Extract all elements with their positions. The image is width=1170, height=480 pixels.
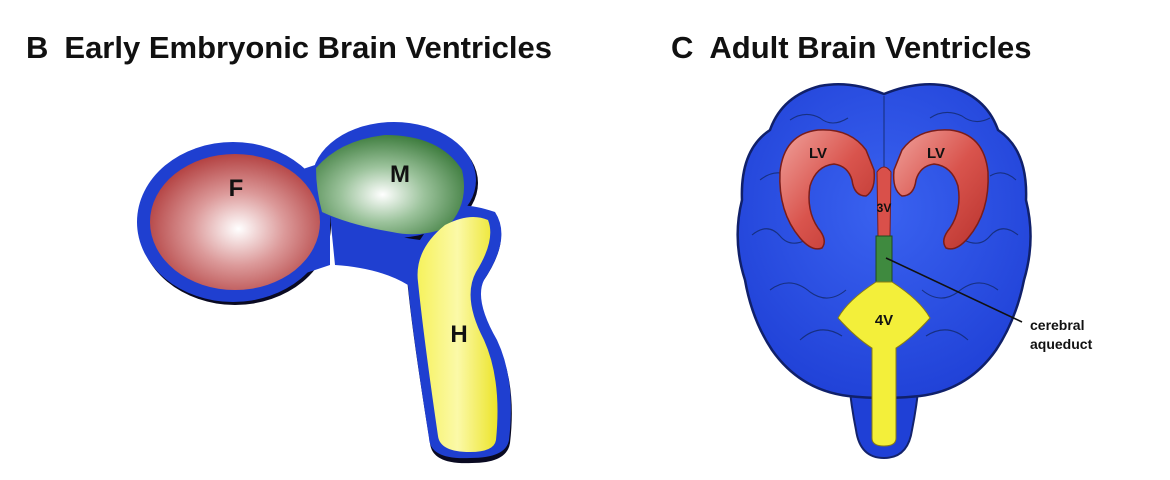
right-lateral-ventricle-label: LV (927, 145, 945, 162)
aqueduct-callout-label-line2: aqueduct (1030, 336, 1093, 352)
third-ventricle-label: 3V (877, 201, 892, 215)
panel-c-letter: C (671, 30, 694, 65)
hindbrain-label: H (450, 321, 467, 348)
embryonic-ventricles-diagram: F M H (137, 122, 512, 464)
midbrain-vesicle (316, 135, 464, 235)
midbrain-label: M (390, 161, 410, 188)
fourth-ventricle (837, 281, 931, 447)
panel-c-title-text: Adult Brain Ventricles (709, 30, 1032, 65)
aqueduct-callout-line (885, 257, 1023, 323)
forebrain-vesicle (150, 154, 320, 290)
panel-b-title: B Early Embryonic Brain Ventricles (26, 30, 552, 66)
third-ventricle (876, 166, 892, 237)
panel-b-title-text: Early Embryonic Brain Ventricles (64, 30, 552, 65)
right-lateral-ventricle (892, 129, 989, 250)
fourth-ventricle-label: 4V (875, 312, 893, 329)
panel-c-title: C Adult Brain Ventricles (671, 30, 1032, 66)
left-lateral-ventricle (779, 129, 876, 250)
hindbrain-vesicle (417, 216, 498, 452)
panel-b-letter: B (26, 30, 49, 65)
forebrain-label: F (229, 175, 244, 202)
adult-ventricles-diagram: LV LV 3V 4V cerebral aqueduct (736, 82, 1093, 460)
aqueduct-callout-label-line1: cerebral (1030, 317, 1084, 333)
left-lateral-ventricle-label: LV (809, 145, 827, 162)
